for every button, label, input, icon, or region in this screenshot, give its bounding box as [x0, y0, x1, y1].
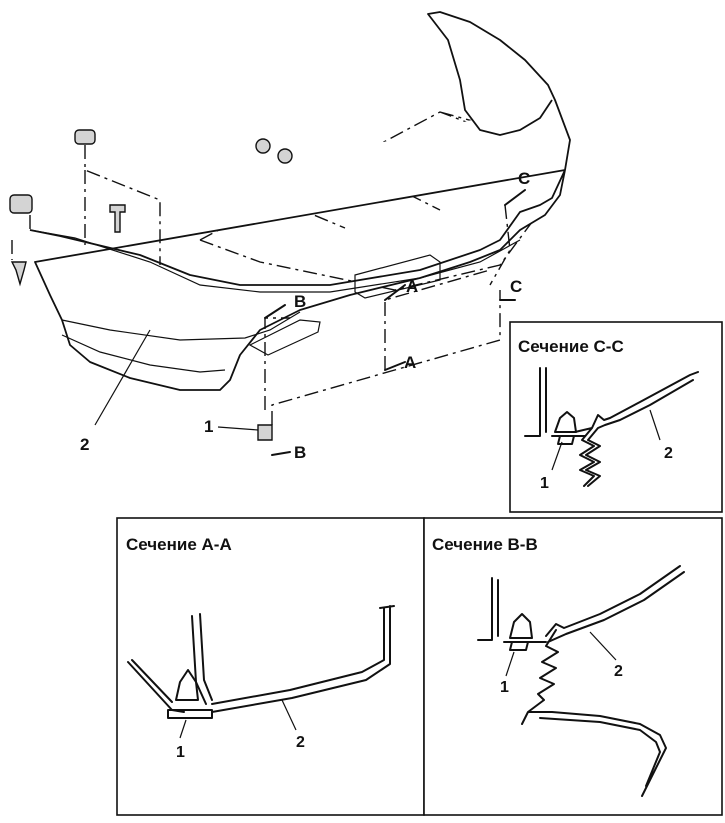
- section-cc-body-panel: [524, 367, 547, 437]
- leader-bumper: [94, 329, 151, 426]
- retainer-nut: [74, 129, 96, 145]
- push-clip: [257, 424, 273, 441]
- section-cc-leader-1: [551, 441, 563, 471]
- section-bb-title: Сечение В-В: [432, 535, 538, 554]
- section-aa-leader-2: [281, 699, 297, 731]
- section-aa-frame: [116, 517, 425, 816]
- section-cc-title: Сечение С-С: [518, 337, 624, 356]
- section-cc-clip: [551, 411, 586, 445]
- section-aa-label-2: 2: [296, 734, 305, 751]
- callout-bumper: 2: [80, 435, 89, 454]
- screw-fastener: [10, 261, 27, 287]
- mounting-bolt: [109, 204, 126, 233]
- section-cc-panel: Сечение С-С 1 2: [509, 321, 723, 513]
- side-clip: [9, 194, 33, 214]
- grommet-washer: [277, 148, 293, 164]
- arrow-c-top: [504, 189, 526, 206]
- section-bb-label-2: 2: [614, 663, 623, 680]
- label-c-bottom: C: [510, 277, 522, 296]
- section-bb-panel: Сечение В-В 1 2: [423, 517, 723, 816]
- section-bb-label-1: 1: [500, 679, 509, 696]
- section-aa-clip: [167, 669, 213, 719]
- license-recess: [354, 254, 441, 299]
- label-c-top: C: [518, 169, 530, 188]
- bumper-cover: [29, 11, 571, 391]
- section-bb-frame: [423, 517, 723, 816]
- section-cc-label-2: 2: [664, 445, 673, 462]
- leader-clip: [217, 426, 259, 431]
- main-exploded-view: C A C B A B 1 2: [9, 11, 571, 462]
- section-aa-bumper: [211, 605, 395, 713]
- label-b-top: B: [294, 292, 306, 311]
- arrow-a-top: [384, 284, 406, 301]
- section-cc-leader-2: [649, 409, 661, 441]
- label-a-top: A: [406, 277, 418, 296]
- section-bb-clip: [503, 613, 547, 651]
- bumper-top-edge: [29, 229, 521, 293]
- section-cc-bumper-flange: [574, 371, 699, 487]
- callout-clip: 1: [204, 417, 213, 436]
- grommet: [255, 138, 271, 154]
- arrow-a-bottom: [384, 361, 406, 371]
- section-aa-title: Сечение А-А: [126, 535, 232, 554]
- section-aa-leader-1: [179, 719, 187, 739]
- section-bb-body-panel: [477, 577, 499, 641]
- section-bb-leader-1: [505, 651, 515, 677]
- section-bb-leader-2: [589, 631, 617, 661]
- label-b-bottom: B: [294, 443, 306, 462]
- bumper-lower-edge: [61, 311, 301, 373]
- section-aa-label-1: 1: [176, 744, 185, 761]
- section-cc-label-1: 1: [540, 475, 549, 492]
- section-bb-bumper: [521, 565, 685, 797]
- arrow-b-top: [264, 304, 286, 319]
- arrow-b-bottom: [271, 451, 291, 456]
- label-a-bottom: A: [404, 353, 416, 372]
- section-aa-panel: Сечение А-А 1 2: [116, 517, 425, 816]
